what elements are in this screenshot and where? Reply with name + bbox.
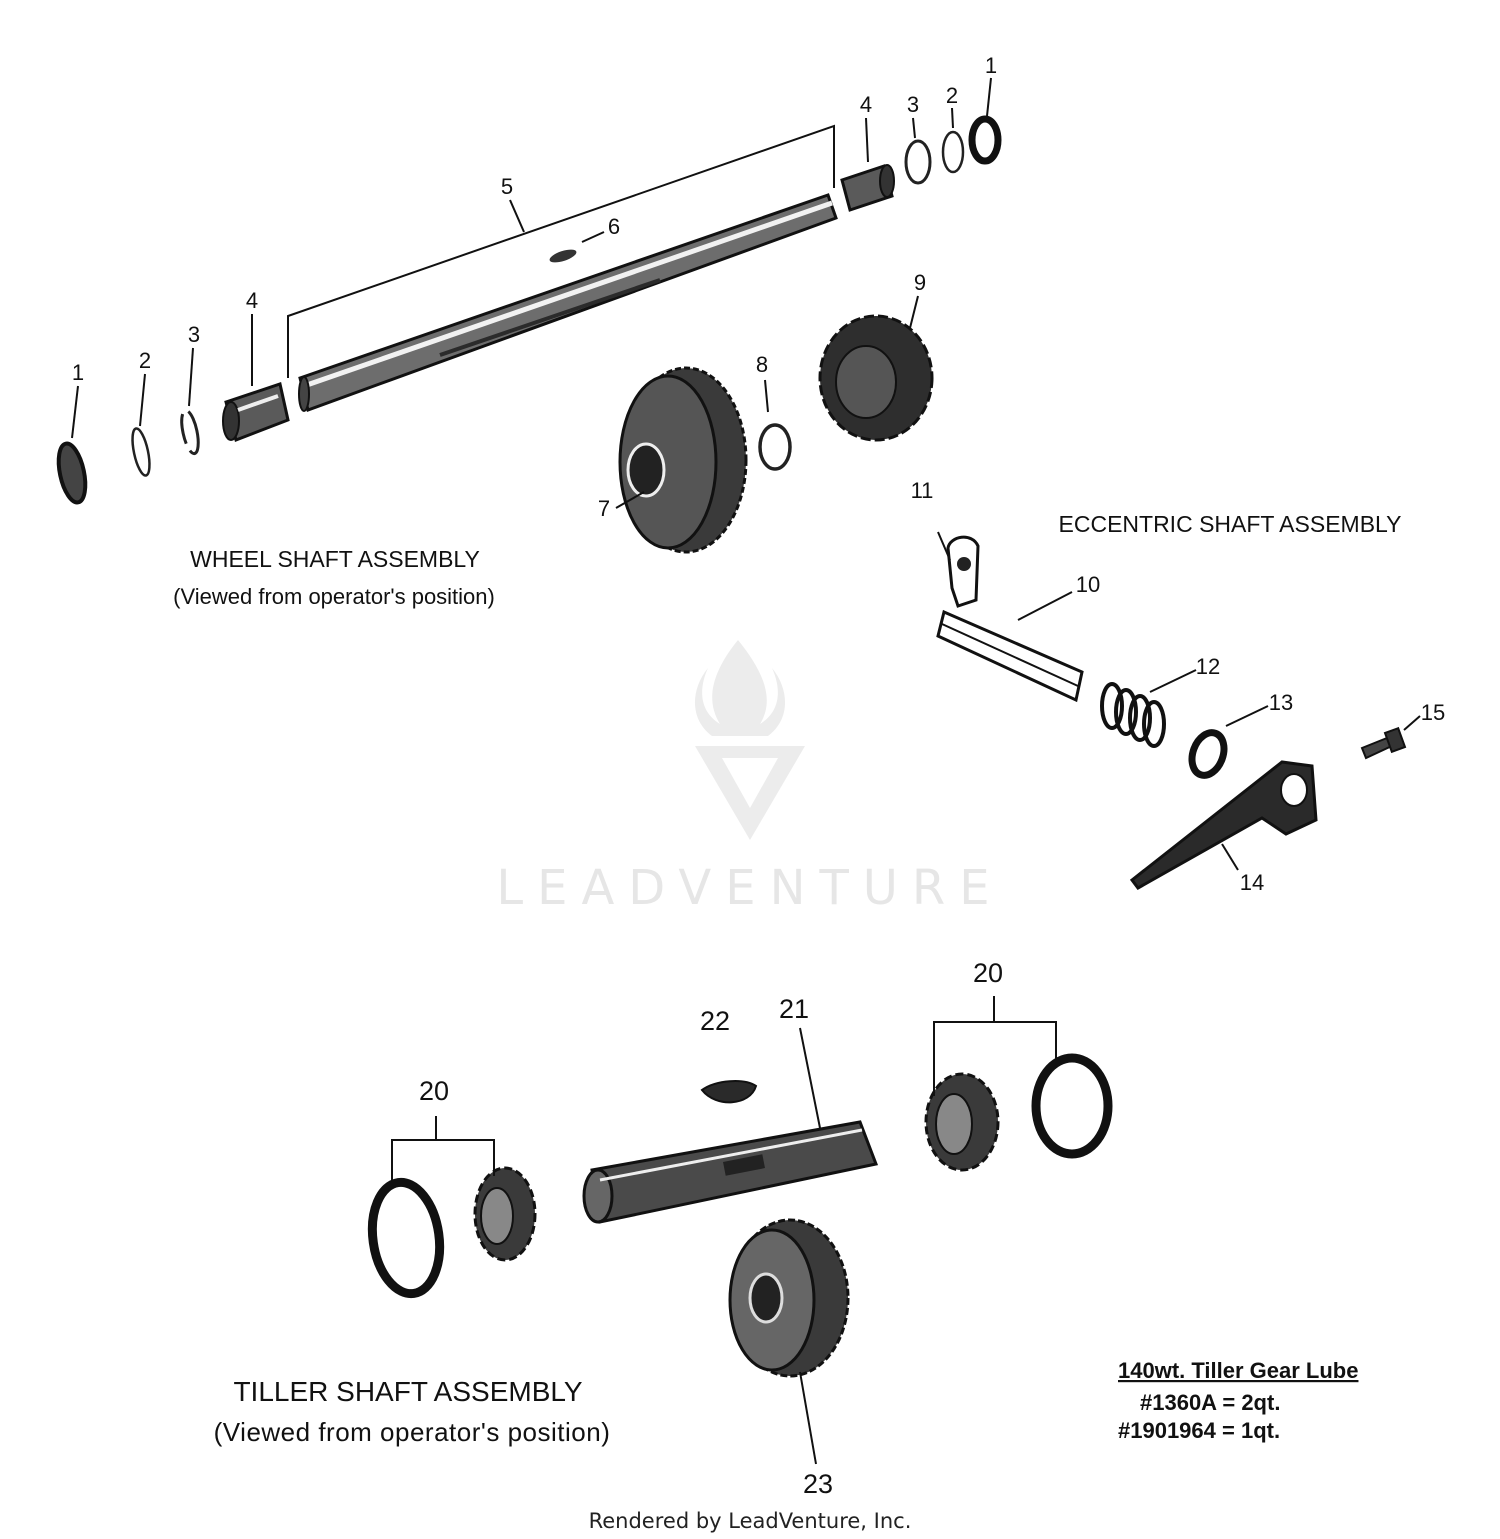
callout-13: 13 <box>1269 690 1293 715</box>
callout-21: 21 <box>779 994 809 1024</box>
seal-left <box>56 441 88 505</box>
shift-lever <box>1129 760 1318 890</box>
tiller-shaft-subtitle: (Viewed from operator's position) <box>214 1417 611 1447</box>
callout-20-left: 20 <box>419 1076 449 1106</box>
callout-15: 15 <box>1421 700 1445 725</box>
watermark: LEADVENTURE <box>496 640 1003 916</box>
callout-6: 6 <box>608 214 620 239</box>
washer-left <box>131 427 151 477</box>
bearing-left <box>222 382 290 443</box>
callout-2-right: 2 <box>946 83 958 108</box>
tiller-woodruff-key <box>700 1080 758 1104</box>
tiller-gear <box>728 1218 850 1378</box>
callout-9: 9 <box>914 270 926 295</box>
callout-3-right: 3 <box>907 92 919 117</box>
callout-7: 7 <box>598 496 610 521</box>
bearing-cup-right <box>1031 1053 1113 1159</box>
callout-23: 23 <box>803 1469 833 1499</box>
callout-5: 5 <box>501 174 513 199</box>
wheel-shaft <box>298 193 838 412</box>
snap-ring-right <box>904 139 932 185</box>
clutch-hub <box>818 314 934 442</box>
callout-10: 10 <box>1076 572 1100 597</box>
wheel-shaft-assembly <box>56 77 1002 554</box>
snap-ring-left <box>180 408 200 456</box>
lube-note-line1: #1360A = 2qt. <box>1140 1390 1280 1415</box>
woodruff-key <box>549 249 577 263</box>
spacer-ring <box>758 423 792 471</box>
callout-1-right: 1 <box>985 53 997 78</box>
watermark-text: LEADVENTURE <box>496 860 1003 916</box>
callout-11: 11 <box>911 478 934 503</box>
washer-right <box>941 130 965 174</box>
compression-spring <box>1100 682 1166 748</box>
eccentric-crank-arm <box>946 535 980 608</box>
hex-bolt <box>1360 726 1407 760</box>
leadventure-flame-logo <box>694 640 805 840</box>
eccentric-shaft-assembly <box>936 531 1421 890</box>
callout-4-right: 4 <box>860 92 872 117</box>
eccentric-washer <box>1188 729 1228 779</box>
callout-22: 22 <box>700 1006 730 1036</box>
lube-note: 140wt. Tiller Gear Lube #1360A = 2qt. #1… <box>1118 1358 1358 1443</box>
callout-3-left: 3 <box>188 322 200 347</box>
bearing-cone-right <box>924 1072 1000 1172</box>
callout-14: 14 <box>1240 870 1264 895</box>
wheel-shaft-title: WHEEL SHAFT ASSEMBLY <box>190 546 480 572</box>
tiller-shaft-title: TILLER SHAFT ASSEMBLY <box>233 1376 582 1407</box>
callout-1-left: 1 <box>72 360 84 385</box>
callout-4-left: 4 <box>246 288 258 313</box>
lube-note-line2: #1901964 = 1qt. <box>1118 1418 1280 1443</box>
callout-12: 12 <box>1196 654 1220 679</box>
bearing-cup-left <box>367 1177 445 1299</box>
tiller-shaft-assembly <box>367 996 1113 1465</box>
callout-2-left: 2 <box>139 348 151 373</box>
footer-credit: Rendered by LeadVenture, Inc. <box>589 1509 912 1533</box>
bearing-cone-left <box>473 1166 537 1262</box>
lube-note-heading: 140wt. Tiller Gear Lube <box>1118 1358 1358 1383</box>
wheel-shaft-subtitle: (Viewed from operator's position) <box>173 584 495 609</box>
tiller-shaft <box>582 1120 879 1224</box>
callout-8: 8 <box>756 352 768 377</box>
eccentric-shaft-title: ECCENTRIC SHAFT ASSEMBLY <box>1059 511 1402 537</box>
wheel-gear <box>618 366 748 554</box>
seal-right <box>968 115 1002 165</box>
bearing-right <box>840 164 895 212</box>
callout-20-right: 20 <box>973 958 1003 988</box>
